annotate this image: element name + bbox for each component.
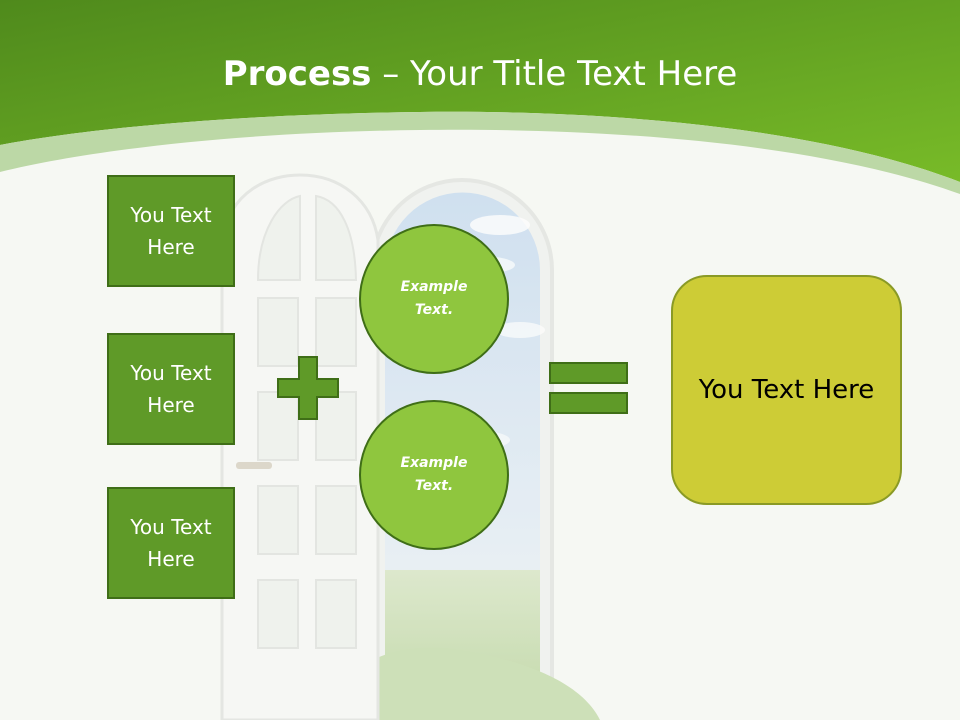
header-band <box>0 0 960 182</box>
result-label: You Text Here <box>698 375 875 405</box>
circle-label: Example Text. <box>400 455 468 494</box>
input-box-1[interactable]: You Text Here <box>107 175 235 287</box>
title-rest: – Your Title Text Here <box>371 54 738 94</box>
input-box-label: You Text Here <box>130 515 212 571</box>
example-circle-1[interactable]: Example Text. <box>359 224 509 374</box>
equals-icon <box>549 362 628 414</box>
circle-label: Example Text. <box>400 279 468 318</box>
input-box-3[interactable]: You Text Here <box>107 487 235 599</box>
input-box-2[interactable]: You Text Here <box>107 333 235 445</box>
result-box[interactable]: You Text Here <box>671 275 902 505</box>
plus-icon <box>277 356 339 420</box>
header-wave <box>0 111 960 194</box>
input-box-label: You Text Here <box>130 203 212 259</box>
input-box-label: You Text Here <box>130 361 212 417</box>
slide-title: Process – Your Title Text Here <box>0 52 960 96</box>
title-bold: Process <box>222 54 372 94</box>
example-circle-2[interactable]: Example Text. <box>359 400 509 550</box>
